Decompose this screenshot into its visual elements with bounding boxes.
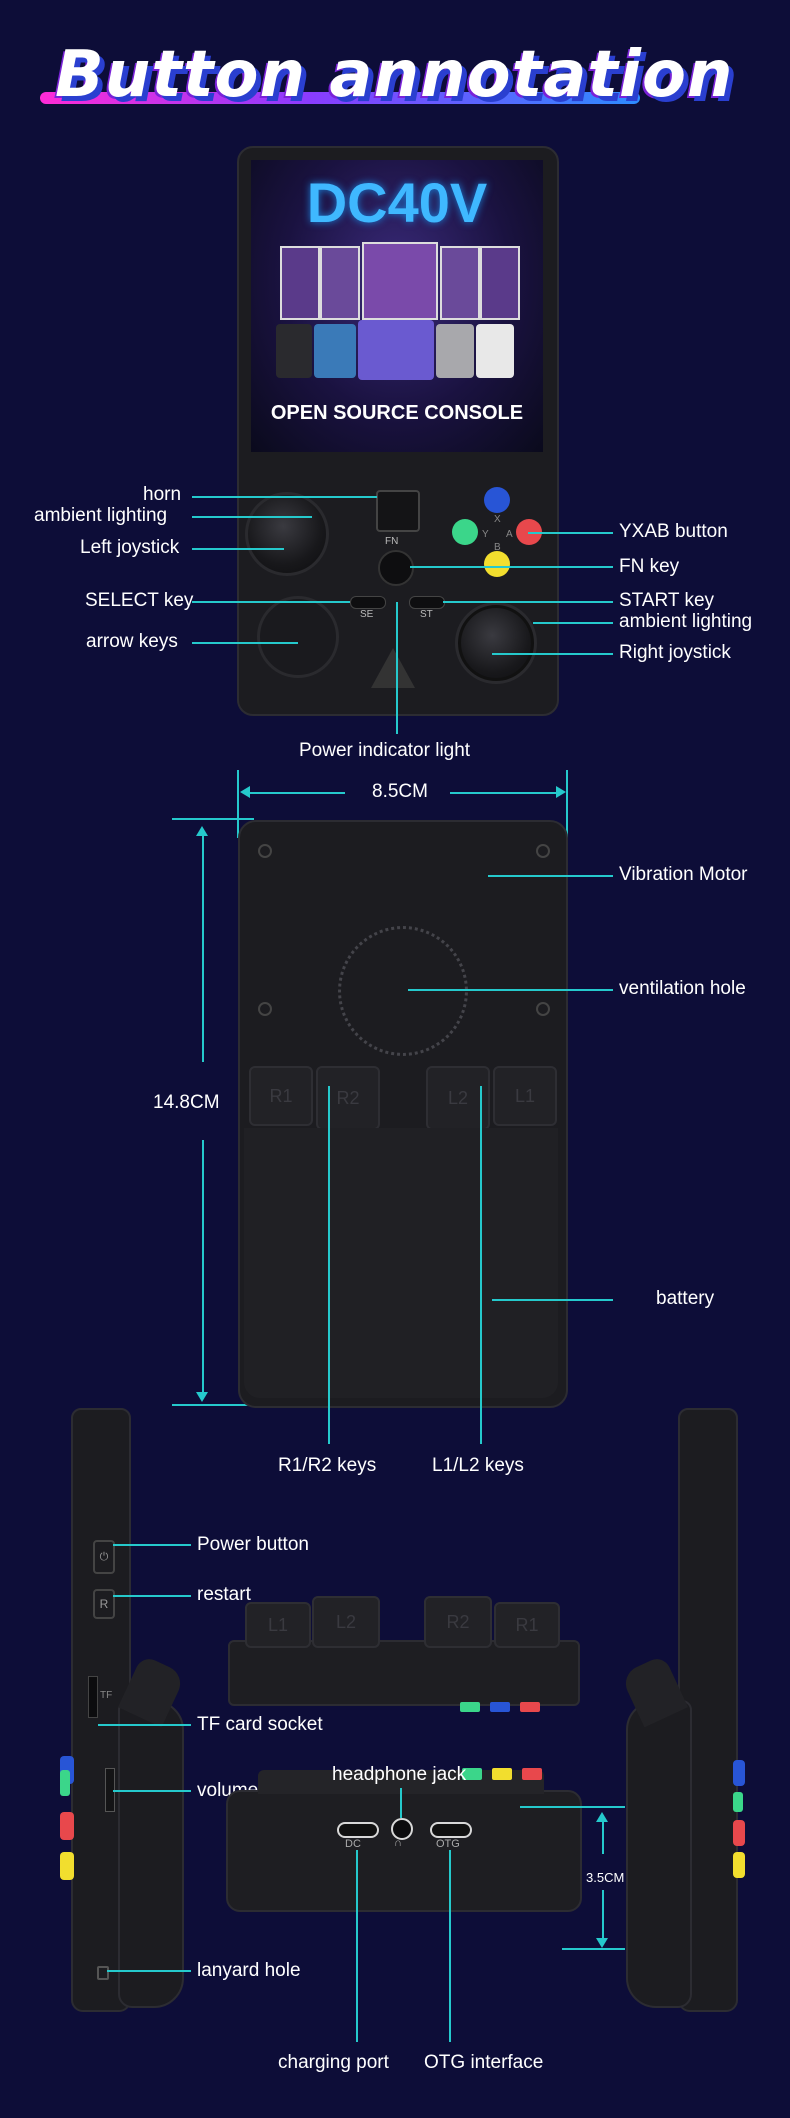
- screw-tr-icon: [536, 844, 550, 858]
- label-ventilation-hole: ventilation hole: [619, 978, 746, 999]
- label-left-joystick: Left joystick: [80, 537, 180, 558]
- left-joystick-icon[interactable]: [245, 492, 329, 576]
- bottom-view-device: [226, 1790, 582, 1912]
- title-underline: [40, 92, 640, 104]
- right-side-button-red: [733, 1820, 745, 1846]
- label-power-indicator: Power indicator light: [299, 740, 471, 761]
- x-button-icon[interactable]: [484, 487, 510, 513]
- label-thickness: 3.5CM: [586, 1870, 625, 1885]
- lanyard-hole-icon: [97, 1966, 109, 1980]
- top-view-buttons: [460, 1702, 550, 1714]
- bottom-buttons: [462, 1768, 552, 1782]
- side-button-red: [60, 1812, 74, 1840]
- right-side-button-yellow: [733, 1852, 745, 1878]
- top-r1-icon: R1: [494, 1602, 560, 1648]
- fn-button-icon[interactable]: [378, 550, 414, 586]
- se-mark: SE: [360, 609, 374, 620]
- tf-mark: TF: [100, 1690, 113, 1701]
- top-l2-icon: L2: [312, 1596, 380, 1648]
- label-select-key: SELECT key: [85, 590, 194, 611]
- label-power-button: Power button: [197, 1534, 309, 1555]
- label-headphone: headphone jack: [332, 1764, 467, 1785]
- label-height: 14.8CM: [153, 1092, 220, 1113]
- label-arrow-keys: arrow keys: [86, 631, 178, 652]
- l1-key-icon[interactable]: L1: [493, 1066, 557, 1126]
- side-button-green: [60, 1852, 74, 1880]
- label-fn-key: FN key: [619, 556, 680, 577]
- r2-key-icon[interactable]: R2: [316, 1066, 380, 1130]
- fn-mark: FN: [385, 536, 399, 547]
- screw-ml-icon: [258, 1002, 272, 1016]
- label-tf-card: TF card socket: [197, 1714, 323, 1735]
- triangle-logo-icon: [371, 648, 415, 688]
- otg-port-icon: [430, 1822, 472, 1838]
- label-l1l2: L1/L2 keys: [432, 1455, 524, 1476]
- right-side-button-blue: [733, 1760, 745, 1786]
- restart-button-icon[interactable]: R: [93, 1589, 115, 1619]
- top-view-device: [228, 1640, 580, 1706]
- page-title: Button annotation: [55, 38, 734, 112]
- otg-mark: OTG: [436, 1838, 460, 1850]
- y-button-icon[interactable]: [452, 519, 478, 545]
- screen-model-text: DC40V: [306, 171, 488, 234]
- x-mark: X: [494, 514, 501, 525]
- top-r2-icon: R2: [424, 1596, 492, 1648]
- b-mark: B: [494, 542, 501, 553]
- label-start-key: START key: [619, 590, 715, 611]
- right-side-grip: [626, 1700, 692, 2008]
- a-mark: A: [506, 529, 513, 540]
- power-button-icon[interactable]: ⏻: [93, 1540, 115, 1574]
- label-r1r2: R1/R2 keys: [278, 1455, 377, 1476]
- label-yxab: YXAB button: [619, 521, 728, 542]
- start-button-icon[interactable]: [409, 596, 445, 609]
- label-lanyard: lanyard hole: [197, 1960, 301, 1981]
- screw-mr-icon: [536, 1002, 550, 1016]
- screen-subtitle: OPEN SOURCE CONSOLE: [270, 402, 524, 424]
- label-vibration-motor: Vibration Motor: [619, 864, 748, 885]
- ventilation-hole-icon: [338, 926, 468, 1056]
- charging-port-icon: [337, 1822, 379, 1838]
- right-side-button-green: [733, 1792, 743, 1812]
- left-side-grip: [118, 1700, 184, 2008]
- top-l1-icon: L1: [245, 1602, 311, 1648]
- label-width: 8.5CM: [372, 781, 428, 802]
- label-ambient-right: ambient lighting: [619, 611, 753, 632]
- label-ambient-left: ambient lighting: [34, 505, 168, 526]
- label-right-joystick: Right joystick: [619, 642, 731, 663]
- st-mark: ST: [420, 609, 433, 620]
- side-button-yellow: [60, 1770, 70, 1796]
- screen-console-row: [276, 320, 516, 380]
- screen-game-cards: [280, 242, 520, 320]
- dc-mark: DC: [345, 1838, 361, 1850]
- right-joystick-icon[interactable]: [455, 602, 537, 684]
- select-button-icon[interactable]: [350, 596, 386, 609]
- screw-tl-icon: [258, 844, 272, 858]
- b-button-icon[interactable]: [484, 551, 510, 577]
- headphone-icon: ∩: [394, 1837, 402, 1849]
- label-battery: battery: [656, 1288, 715, 1309]
- label-restart: restart: [197, 1584, 251, 1605]
- r1-key-icon[interactable]: R1: [249, 1066, 313, 1126]
- horn-icon: [376, 490, 420, 532]
- grip-area: [244, 1128, 558, 1398]
- label-horn: horn: [143, 484, 182, 505]
- dpad-icon[interactable]: [257, 596, 339, 678]
- headphone-jack-icon: [391, 1818, 413, 1840]
- label-otg: OTG interface: [424, 2052, 544, 2073]
- label-charging: charging port: [278, 2052, 389, 2073]
- tf-card-slot-icon: [88, 1676, 98, 1718]
- y-mark: Y: [482, 529, 489, 540]
